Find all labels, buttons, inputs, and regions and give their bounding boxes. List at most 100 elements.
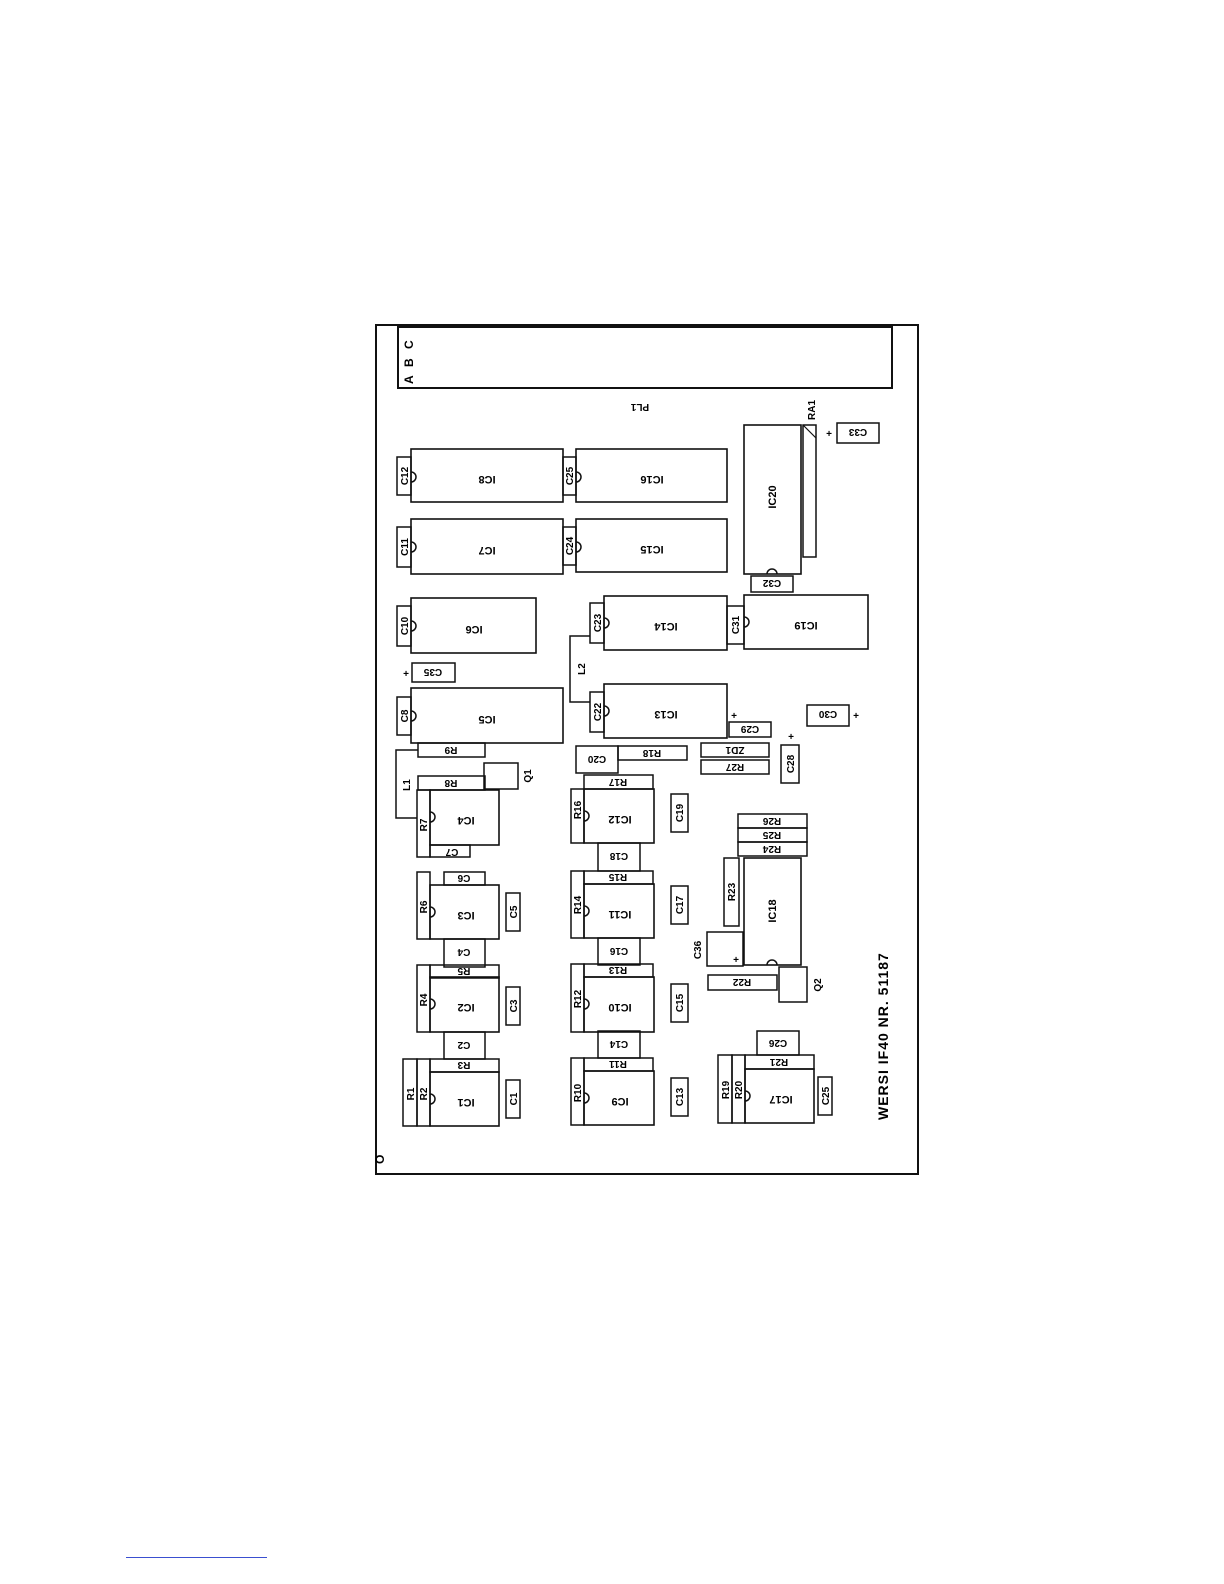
- c29-box: [728, 721, 772, 738]
- notch-ic16: [575, 471, 582, 483]
- label-c14: C14: [609, 1038, 628, 1049]
- label-ic7: IC7: [478, 544, 495, 556]
- notch-ic1: [429, 1093, 436, 1105]
- label-c22: C23: [593, 613, 604, 632]
- r6-box: [416, 871, 431, 940]
- label-c11: C11: [400, 538, 411, 556]
- label-r24: R24: [762, 843, 781, 854]
- c13-box: [670, 1077, 689, 1117]
- label-ic6: IC6: [465, 623, 482, 635]
- label-r9: R9: [444, 744, 457, 755]
- r17-box: [583, 774, 654, 790]
- label-r16: R16: [573, 800, 584, 819]
- label-r12: R12: [573, 989, 584, 1008]
- c22-box: [589, 602, 605, 644]
- label-c35: C35: [423, 666, 442, 677]
- label-l1: L1: [402, 779, 413, 791]
- label-ic15: IC15: [640, 543, 663, 555]
- label-c13: C13: [675, 1087, 686, 1106]
- label-l2: L2: [577, 663, 588, 675]
- notch-ic4: [429, 811, 436, 823]
- label-c33: C33: [848, 426, 867, 437]
- label-ic2: IC2: [457, 1001, 474, 1013]
- label-r17: R17: [608, 776, 627, 787]
- plus-c36: +: [733, 955, 739, 966]
- r23-box: [723, 857, 740, 927]
- label-r15: R15: [608, 871, 627, 882]
- c4-box: [443, 938, 486, 968]
- hole-mark: O: [373, 1155, 387, 1164]
- c17-box: [670, 885, 689, 925]
- r20-box: [731, 1054, 746, 1124]
- notch-ic8: [410, 471, 417, 483]
- label-r4: R4: [419, 993, 430, 1006]
- ic18-body: [743, 857, 802, 966]
- notch-ic12: [583, 810, 590, 822]
- ra1-body: [802, 424, 817, 558]
- ra1-pin1-mark: [802, 424, 817, 439]
- connector-letter-c: C: [402, 340, 416, 349]
- q1-box: [483, 762, 519, 790]
- r22-box: [707, 974, 778, 991]
- notch-ic3: [429, 906, 436, 918]
- notch-ic2: [429, 998, 436, 1010]
- label-ic18: IC18: [767, 899, 779, 922]
- notch-ic19: [743, 616, 750, 628]
- notch-ic20: [766, 568, 778, 575]
- c24-box: [562, 456, 577, 496]
- label-c4: C4: [457, 946, 470, 957]
- label-ic5: IC5: [478, 713, 495, 725]
- label-c36: C36: [693, 940, 704, 959]
- c28-box: [780, 744, 800, 784]
- c33-box: [836, 422, 880, 444]
- r4-box: [416, 964, 431, 1033]
- c25-box: [817, 1076, 833, 1116]
- label-c19: C19: [675, 803, 686, 822]
- ic-notches: [410, 471, 778, 1105]
- notch-ic13: [603, 705, 610, 717]
- label-ic17: IC17: [769, 1093, 792, 1105]
- label-q2: Q2: [813, 978, 824, 992]
- label-ic14: IC14: [654, 620, 678, 632]
- c35-box: [411, 662, 456, 683]
- connector-label: PL1: [630, 401, 649, 412]
- label-r26: R26: [762, 815, 781, 826]
- label-r3: R3: [457, 1059, 470, 1070]
- c19-box: [670, 793, 689, 833]
- c23-box: [562, 526, 577, 566]
- label-c30: C30: [818, 708, 837, 719]
- label-r5: R5: [457, 965, 470, 976]
- notch-ic6: [410, 620, 417, 632]
- r14-box: [570, 870, 585, 939]
- label-c12: C12: [400, 466, 411, 485]
- label-ic3: IC3: [457, 909, 474, 921]
- label-c26: C26: [768, 1037, 787, 1048]
- c12-box: [396, 456, 412, 496]
- label-c2: C2: [457, 1039, 470, 1050]
- r2-box: [416, 1058, 431, 1127]
- label-r19: R19: [721, 1080, 732, 1099]
- label-ic10: IC10: [608, 1001, 631, 1013]
- vertical-resistor-boxes: [402, 788, 746, 1127]
- r10-box: [570, 1057, 585, 1126]
- label-r8: R8: [444, 777, 457, 788]
- label-r13: R13: [608, 964, 627, 975]
- label-ic12: IC12: [608, 813, 631, 825]
- small-component-labels: C33 C32 C35 C30 C29 R9 C20 R18 ZD1 R27 C…: [423, 426, 867, 1106]
- r12-box: [570, 963, 585, 1033]
- connector-letter-a: A: [402, 375, 416, 384]
- label-c1: C1: [509, 1092, 520, 1105]
- label-r25: R25: [762, 829, 781, 840]
- label-c29: C29: [740, 723, 759, 734]
- notch-ic14: [603, 617, 610, 629]
- label-r7: R7: [419, 818, 430, 831]
- label-c5: C5: [509, 905, 520, 918]
- label-r14: R14: [573, 895, 584, 914]
- label-c17: C17: [675, 895, 686, 914]
- edge-connector: [397, 326, 893, 389]
- c16-box: [597, 937, 641, 966]
- label-ic1: IC1: [457, 1096, 474, 1108]
- r24-box: [737, 841, 808, 857]
- small-component-boxes: [411, 422, 880, 1119]
- l2-outline: [569, 635, 590, 703]
